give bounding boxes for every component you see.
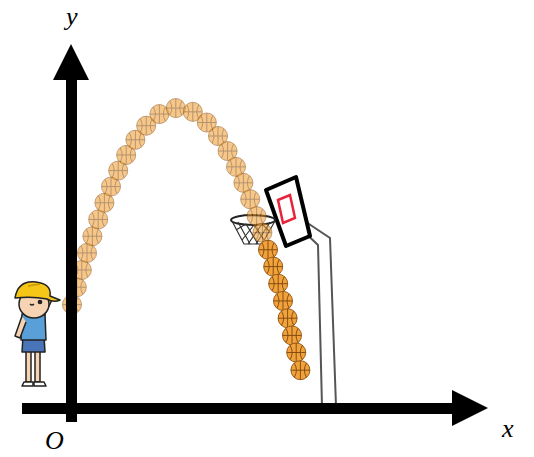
y-axis xyxy=(66,68,77,422)
backboard xyxy=(266,177,310,246)
y-axis-arrow xyxy=(53,44,89,80)
basketball xyxy=(89,210,108,229)
basketball xyxy=(241,190,260,209)
basketball xyxy=(274,291,293,310)
x-axis-arrow xyxy=(452,390,488,426)
ball-trajectory xyxy=(63,99,310,380)
basketball xyxy=(269,274,288,293)
basketball xyxy=(78,243,97,262)
x-axis xyxy=(22,403,462,414)
basketball xyxy=(287,343,306,362)
axes xyxy=(22,44,488,426)
axis-label: O xyxy=(45,428,64,454)
basketball xyxy=(166,99,185,118)
basketball xyxy=(278,309,297,328)
basketball xyxy=(259,240,278,259)
basketball xyxy=(83,227,102,246)
boy-figure xyxy=(15,282,60,386)
basketball xyxy=(283,326,302,345)
basketball xyxy=(291,361,310,380)
axis-label: y xyxy=(66,4,78,30)
basketball xyxy=(253,223,272,242)
basketball xyxy=(264,257,283,276)
axis-label: x xyxy=(502,416,514,442)
